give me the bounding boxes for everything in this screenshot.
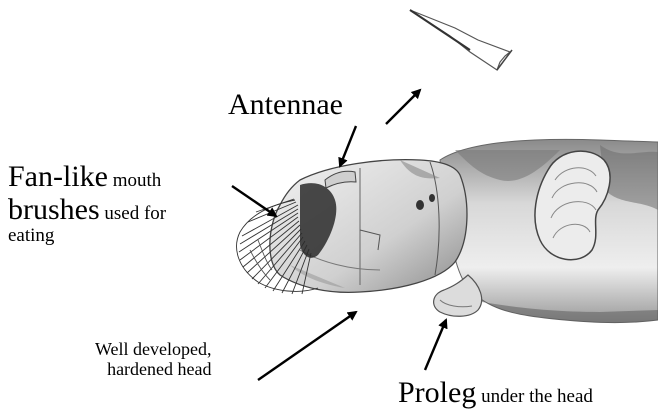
label-hardened-head: Well developed, hardened head bbox=[95, 340, 212, 380]
label-antennae: Antennae bbox=[228, 88, 343, 121]
label-eating: eating bbox=[8, 226, 166, 247]
label-proleg: Proleg under the head bbox=[398, 376, 593, 409]
label-proleg-big: Proleg bbox=[398, 376, 476, 409]
arrow-to-head bbox=[258, 312, 356, 380]
arrow-to-proleg bbox=[425, 320, 446, 370]
antenna-detail-drawing bbox=[410, 10, 512, 70]
label-fan-like-mouth-brushes: Fan-like mouth brushes used for eating bbox=[8, 160, 166, 247]
larva-body bbox=[434, 139, 658, 322]
label-fan-small: mouth bbox=[108, 170, 161, 191]
arrow-to-antenna-detail bbox=[386, 90, 420, 124]
label-head-line2: hardened head bbox=[95, 360, 212, 380]
label-head-line1: Well developed, bbox=[95, 340, 212, 360]
arrow-to-mouth-brushes bbox=[232, 186, 276, 216]
label-brushes-big: brushes bbox=[8, 193, 100, 226]
label-proleg-small: under the head bbox=[476, 386, 593, 407]
arrow-to-antennae bbox=[340, 126, 356, 166]
label-used-for: used for bbox=[100, 203, 166, 224]
label-fan-big: Fan-like bbox=[8, 160, 108, 193]
